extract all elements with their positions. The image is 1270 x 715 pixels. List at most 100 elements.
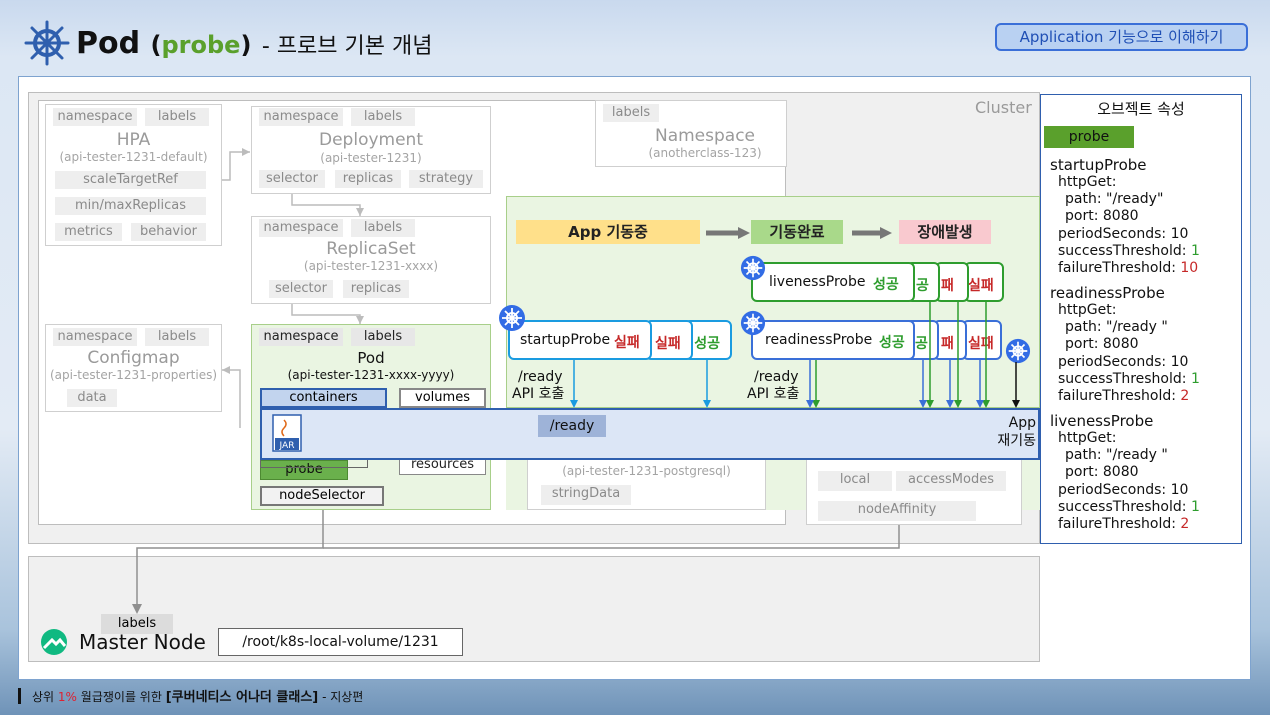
page-title: Pod (probe) - 프로브 기본 개념 <box>76 26 433 61</box>
footer-bar <box>18 688 21 704</box>
hpa-labels-tag: labels <box>145 108 209 126</box>
namespace-labels-tag: labels <box>603 104 659 122</box>
readiness-probe-status: 성공 <box>879 335 905 351</box>
startup-probe-card-2: 실패 <box>645 320 693 360</box>
kubernetes-icon <box>1005 338 1031 364</box>
master-node-name: Master Node <box>79 630 206 654</box>
readiness-probe-b3: 패 <box>941 336 954 352</box>
replicaset-paren: (api-tester-1231-xxxx) <box>303 259 439 273</box>
pod-paren: (api-tester-1231-xxxx-yyyy) <box>287 368 455 382</box>
title-paren-close: ) <box>240 31 252 59</box>
startup-probe-card: startupProbe 실패 <box>508 320 652 360</box>
side-startup-success: successThreshold: 1 <box>1058 243 1200 259</box>
configmap-field: data <box>67 389 117 407</box>
configmap-labels-tag: labels <box>145 328 209 346</box>
application-button[interactable]: Application 기능으로 이해하기 <box>995 23 1248 51</box>
startup-probe-b3: 성공 <box>694 336 720 352</box>
pv-field: local <box>818 471 892 491</box>
startup-call-label: API 호출 <box>512 386 565 402</box>
startup-probe-name: startupProbe <box>520 332 611 348</box>
object-properties-probe-tag: probe <box>1044 126 1134 148</box>
readiness-call-path: /ready <box>754 369 799 385</box>
secret-paren: (api-tester-1231-postgresql) <box>562 464 731 478</box>
replicaset-labels-tag: labels <box>351 219 415 237</box>
namespace-name: Namespace <box>654 126 756 146</box>
side-startup-port: port: 8080 <box>1065 208 1139 224</box>
side-startup-httpget: httpGet: <box>1058 174 1117 190</box>
title-probe: probe <box>161 31 241 59</box>
flow-arrows <box>706 227 892 239</box>
startup-probe-status: 실패 <box>614 335 640 351</box>
side-liveness-path: path: "/ready " <box>1065 447 1168 463</box>
hpa-field: min/maxReplicas <box>55 197 206 215</box>
pod-volumes[interactable]: volumes <box>399 388 486 408</box>
object-properties-title: 오브젝트 속성 <box>1097 100 1185 118</box>
pod-namespace-tag: namespace <box>259 328 343 346</box>
title-subtitle: - 프로브 기본 개념 <box>261 34 433 59</box>
replicaset-field: replicas <box>343 280 409 298</box>
pv-field: nodeAffinity <box>818 501 976 521</box>
side-startup-period: periodSeconds: 10 <box>1058 226 1189 242</box>
replicaset-namespace-tag: namespace <box>259 219 343 237</box>
side-readiness-period: periodSeconds: 10 <box>1058 354 1189 370</box>
pv-field: accessModes <box>896 471 1006 491</box>
deployment-namespace-tag: namespace <box>259 108 343 126</box>
pod-containers[interactable]: containers <box>260 388 387 408</box>
master-node-labels-tag: labels <box>101 614 173 634</box>
readiness-probe-name: readinessProbe <box>765 332 873 348</box>
rocky-linux-icon <box>41 629 67 655</box>
side-liveness-failure: failureThreshold: 2 <box>1058 516 1190 532</box>
cluster-label: Cluster <box>975 98 1032 117</box>
startup-call-path: /ready <box>518 369 563 385</box>
side-startup-failure: failureThreshold: 10 <box>1058 260 1199 276</box>
kubernetes-helm-icon <box>24 20 70 66</box>
side-startup-name: startupProbe <box>1050 156 1147 174</box>
side-readiness-name: readinessProbe <box>1050 284 1165 302</box>
deployment-paren: (api-tester-1231) <box>320 151 422 165</box>
pod-name: Pod <box>357 349 385 367</box>
liveness-probe-card: livenessProbe 성공 <box>751 262 915 302</box>
kubernetes-icon <box>499 305 525 331</box>
flow-app-starting: App 기동중 <box>516 220 700 244</box>
side-liveness-success: successThreshold: 1 <box>1058 499 1200 515</box>
liveness-probe-card-4: 실패 <box>964 262 1004 302</box>
title-paren-open: ( <box>150 31 162 59</box>
object-properties-panel <box>1040 94 1242 544</box>
side-readiness-httpget: httpGet: <box>1058 302 1117 318</box>
secret-field: stringData <box>541 485 631 505</box>
liveness-probe-name: livenessProbe <box>769 274 866 290</box>
configmap-name: Configmap <box>87 348 180 368</box>
deployment-labels-tag: labels <box>351 108 415 126</box>
hpa-field: metrics <box>55 223 122 241</box>
footer-text: 상위 1% 월급쟁이를 위한 [쿠버네티스 어나더 클래스] - 지상편 <box>32 690 364 705</box>
ready-endpoint: /ready <box>538 415 606 437</box>
hpa-paren: (api-tester-1231-default) <box>59 150 208 164</box>
replicaset-field: selector <box>269 280 333 298</box>
container-bar <box>260 408 1040 460</box>
hpa-field: scaleTargetRef <box>55 171 206 189</box>
side-startup-path: path: "/ready" <box>1065 191 1164 207</box>
side-liveness-period: periodSeconds: 10 <box>1058 482 1189 498</box>
pod-node-selector[interactable]: nodeSelector <box>260 486 384 506</box>
deployment-name: Deployment <box>319 130 423 150</box>
side-liveness-port: port: 8080 <box>1065 464 1139 480</box>
side-liveness-httpget: httpGet: <box>1058 430 1117 446</box>
app-restart-line2: 재기동 <box>997 433 1036 449</box>
liveness-probe-card-3: 패 <box>935 262 969 302</box>
side-readiness-path: path: "/ready " <box>1065 319 1168 335</box>
jar-label: JAR <box>279 441 295 451</box>
flow-app-fault: 장애발생 <box>899 220 991 244</box>
side-readiness-success: successThreshold: 1 <box>1058 371 1200 387</box>
liveness-probe-status: 성공 <box>873 277 899 293</box>
hpa-namespace-tag: namespace <box>53 108 137 126</box>
jar-icon: JAR <box>272 414 302 452</box>
deployment-field: strategy <box>409 170 483 188</box>
replicaset-name: ReplicaSet <box>326 239 416 259</box>
pod-probe[interactable]: probe <box>260 460 348 480</box>
namespace-paren: (anotherclass-123) <box>648 146 762 160</box>
deployment-field: selector <box>259 170 325 188</box>
side-readiness-failure: failureThreshold: 2 <box>1058 388 1190 404</box>
deployment-field: replicas <box>335 170 401 188</box>
startup-probe-b2: 실패 <box>655 336 681 352</box>
readiness-call-label: API 호출 <box>747 386 800 402</box>
